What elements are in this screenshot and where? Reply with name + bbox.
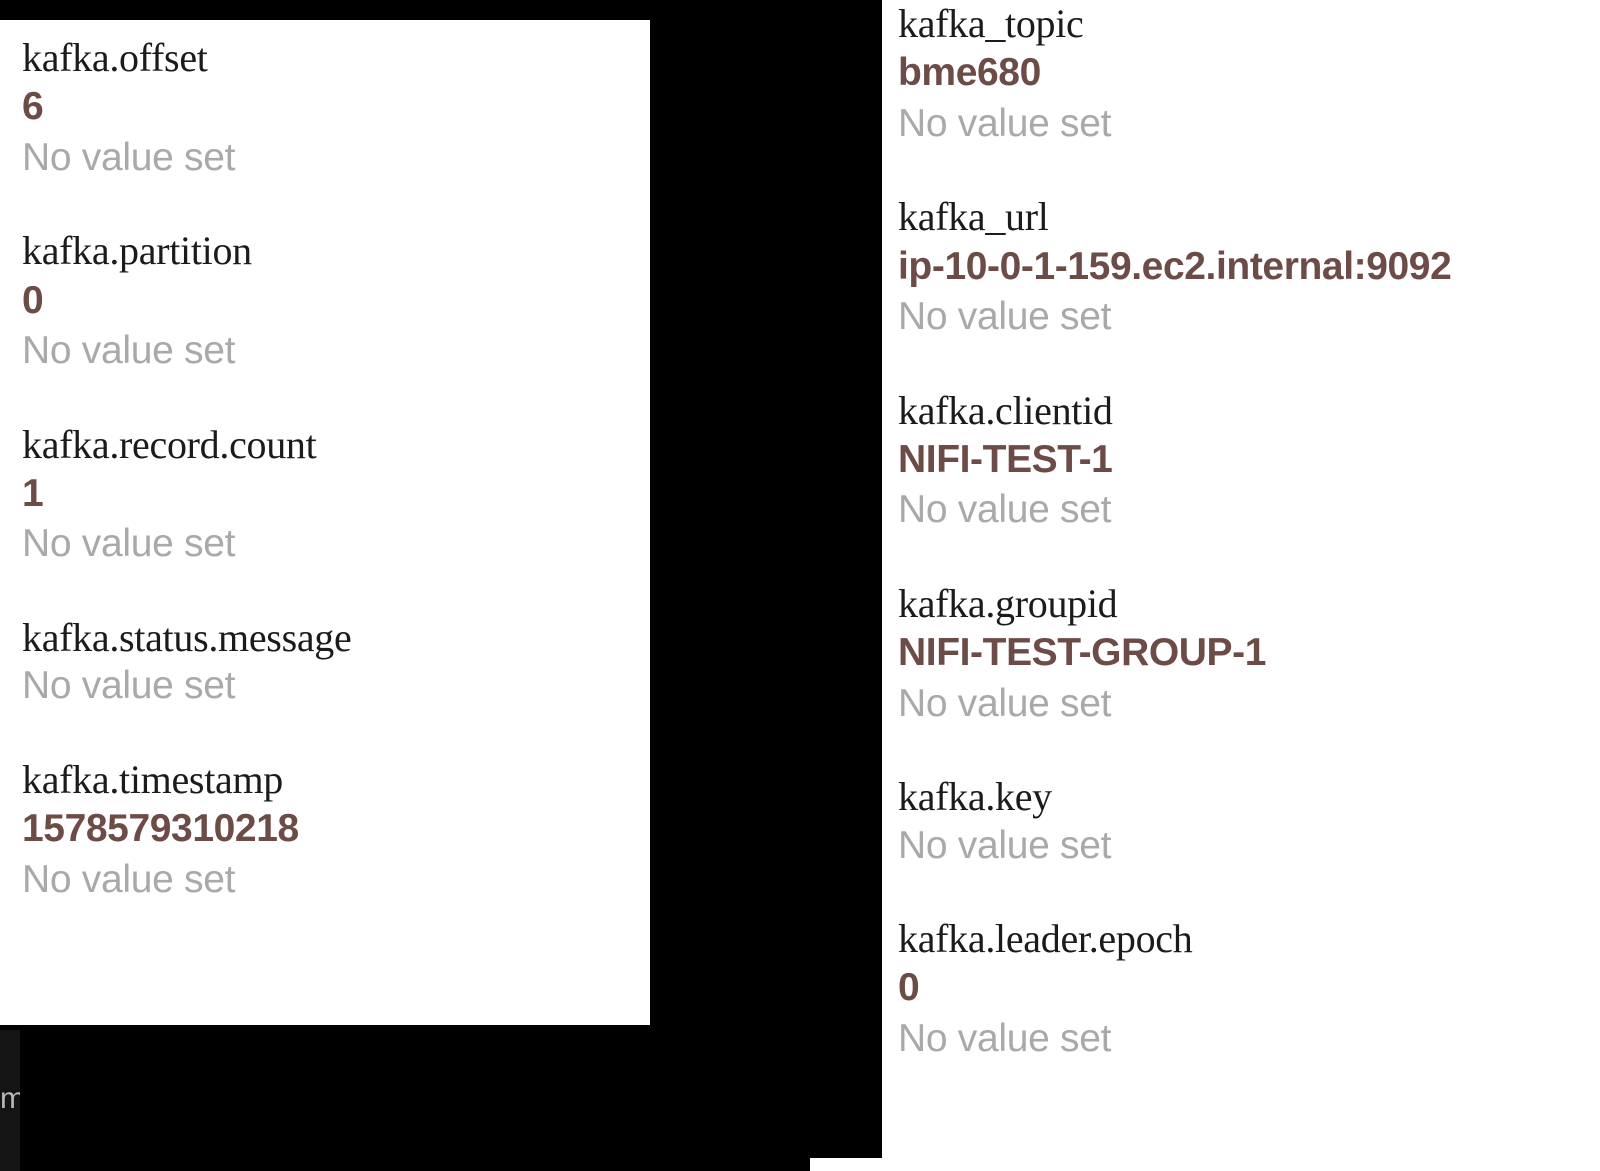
attribute-row[interactable]: kafka.timestamp 1578579310218 No value set <box>22 756 650 905</box>
attribute-name: kafka.timestamp <box>22 756 283 802</box>
bottom-white-sliver <box>810 1158 882 1171</box>
attribute-name: kafka_url <box>898 194 1049 240</box>
attribute-name: kafka.record.count <box>22 421 317 467</box>
attribute-no-value-label: No value set <box>898 101 1112 145</box>
attribute-value: 1 <box>22 471 44 515</box>
left-edge-dark-strip <box>0 1030 20 1171</box>
attribute-no-value-label: No value set <box>22 135 236 179</box>
attribute-no-value-label: No value set <box>22 329 236 372</box>
attribute-value: 6 <box>22 85 44 129</box>
attribute-value: 0 <box>898 966 920 1010</box>
attribute-name: kafka.clientid <box>898 387 1113 433</box>
attribute-name: kafka.key <box>898 774 1052 820</box>
attribute-row[interactable]: kafka.offset 6 No value set <box>22 34 650 183</box>
attribute-no-value-label: No value set <box>898 681 1112 725</box>
attribute-value: bme680 <box>898 51 1041 95</box>
left-edge-partial-glyph: m <box>0 1082 20 1115</box>
attribute-name: kafka.status.message <box>22 615 352 661</box>
attribute-name: kafka_topic <box>898 1 1084 46</box>
attribute-row[interactable]: kafka_topic bme680 No value set <box>898 0 1600 149</box>
attribute-no-value-label: No value set <box>898 295 1112 338</box>
attribute-name: kafka.partition <box>22 228 252 274</box>
attribute-name: kafka.offset <box>22 35 208 80</box>
attribute-value: 0 <box>22 278 44 322</box>
attribute-name: kafka.leader.epoch <box>898 916 1193 962</box>
attribute-value: ip-10-0-1-159.ec2.internal:9092 <box>898 244 1452 288</box>
attribute-value: 1578579310218 <box>22 807 299 851</box>
attribute-no-value-label: No value set <box>898 488 1112 532</box>
attribute-no-value-label: No value set <box>22 664 236 708</box>
attribute-no-value-label: No value set <box>898 823 1112 867</box>
attribute-no-value-label: No value set <box>22 522 236 566</box>
attribute-value: NIFI-TEST-1 <box>898 437 1113 481</box>
attribute-value: NIFI-TEST-GROUP-1 <box>898 631 1267 675</box>
attribute-no-value-label: No value set <box>898 1016 1112 1060</box>
attribute-name: kafka.groupid <box>898 581 1118 627</box>
attribute-no-value-label: No value set <box>22 857 236 901</box>
